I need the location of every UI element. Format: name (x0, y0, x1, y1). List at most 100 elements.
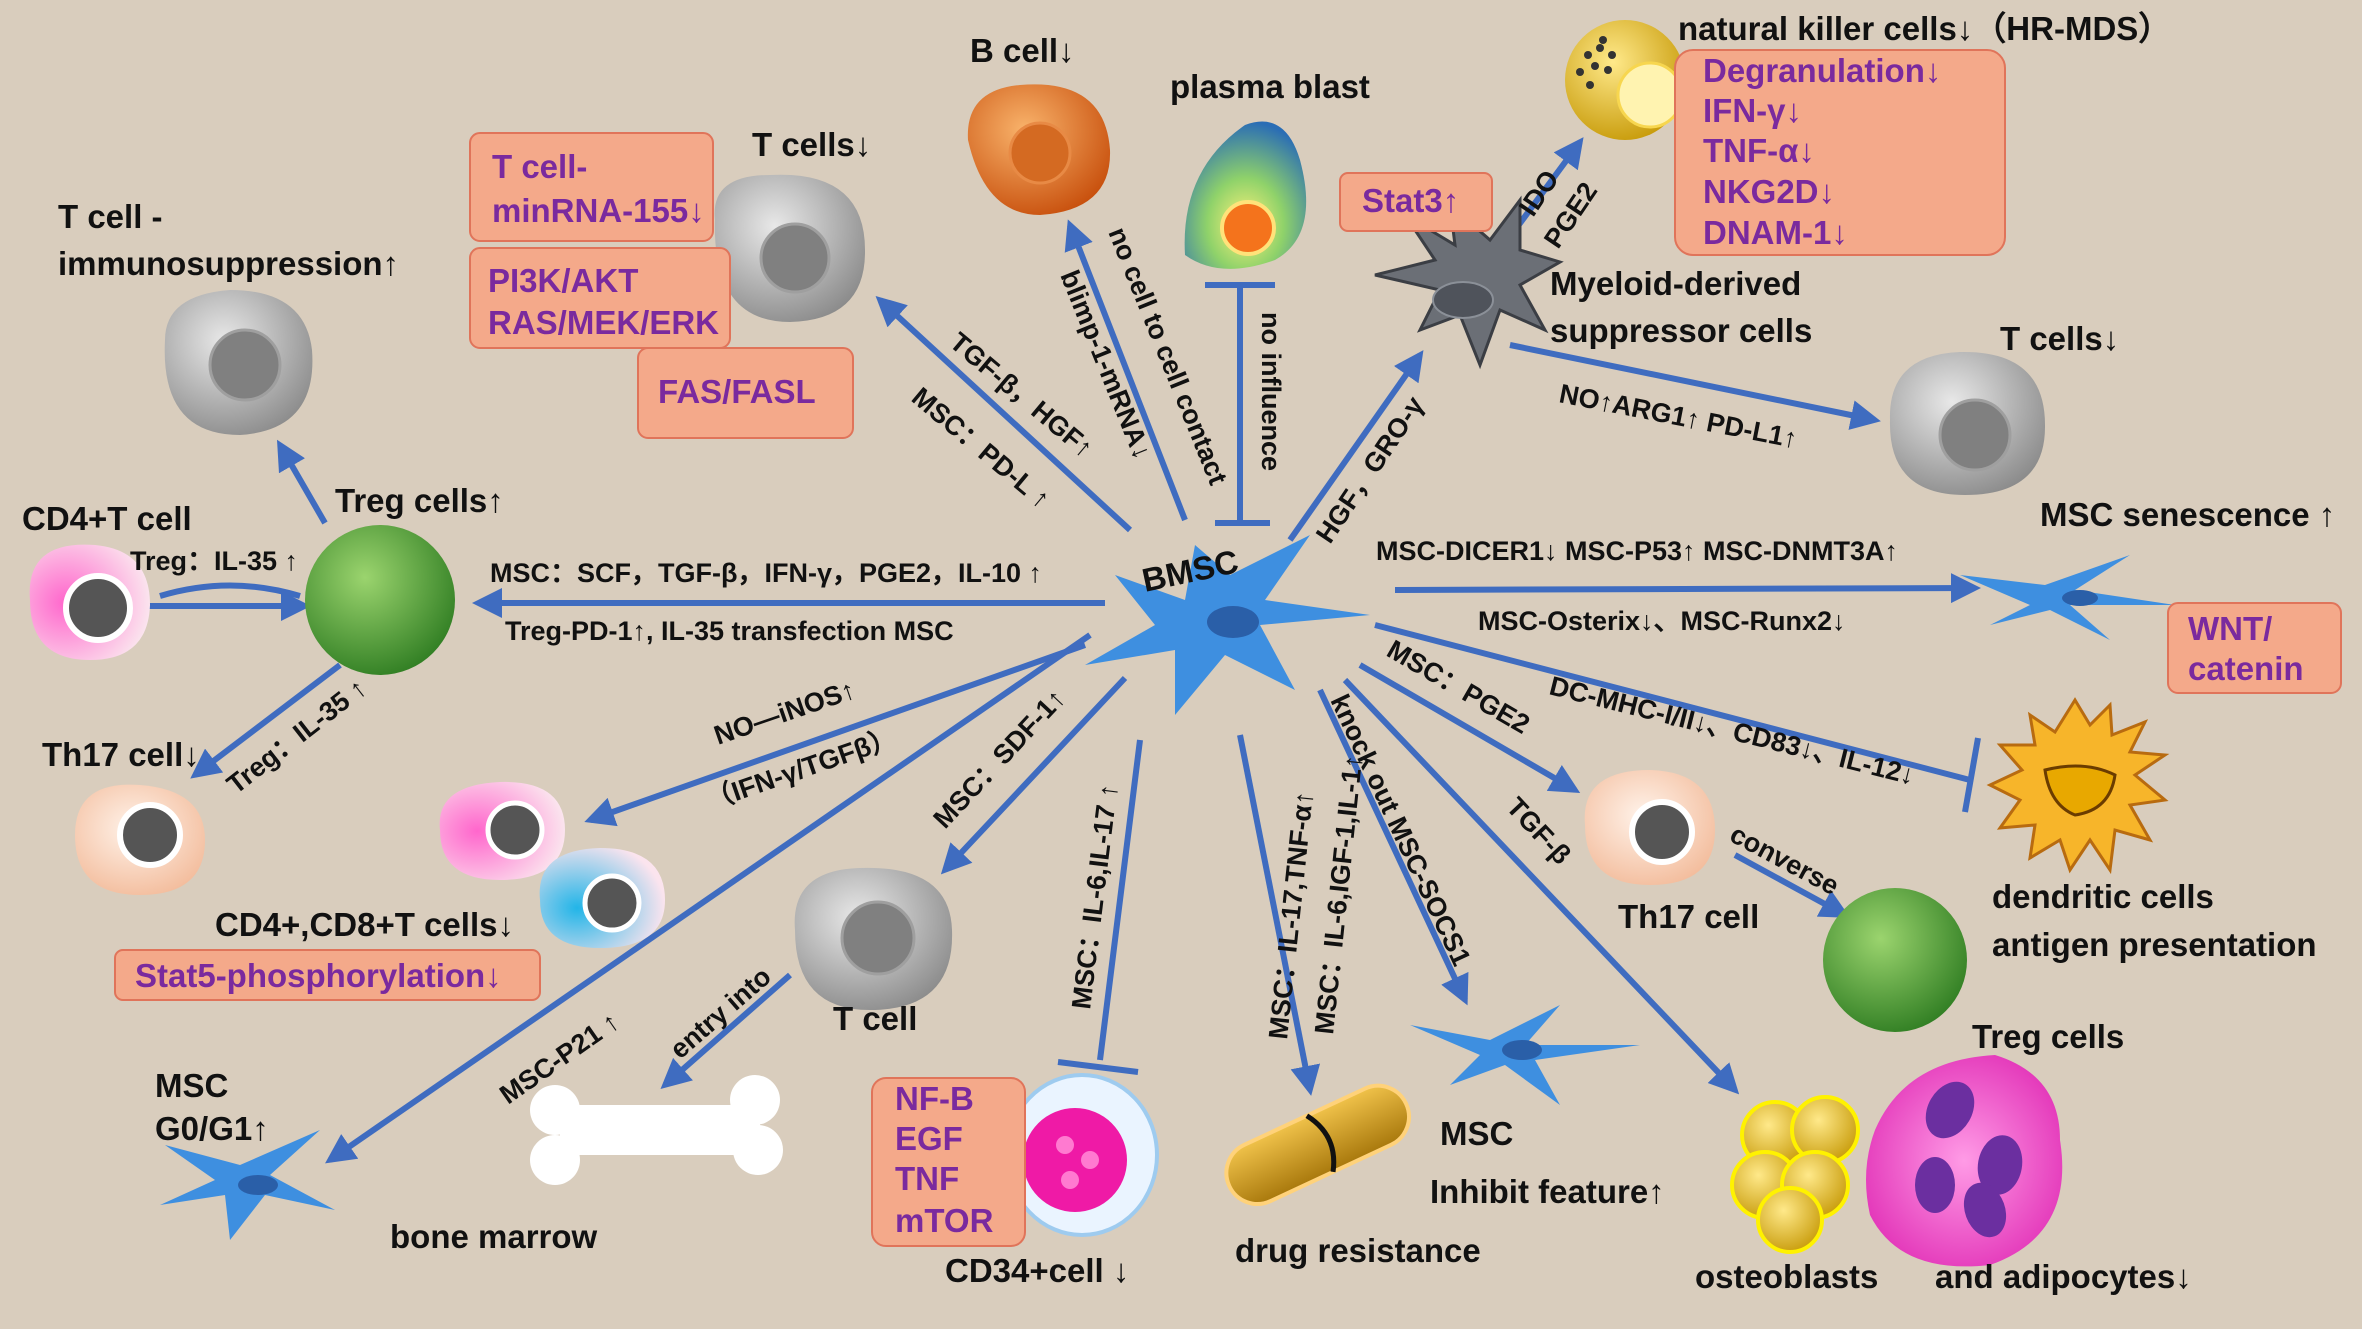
edge-label-entry-into: entry into (664, 961, 777, 1064)
cd4-cd8-label: CD4+,CD8+T cells↓ (215, 906, 514, 943)
cd4-t-cell-label: CD4+T cell (22, 500, 192, 537)
bone-marrow-icon (530, 1075, 783, 1185)
treg-cells-right-icon (1823, 888, 1967, 1032)
th17-cell-right-icon (1584, 770, 1715, 885)
arrow-bmsc-to-tcells-top (875, 295, 1133, 533)
msc-inhibit-label-1: MSC (1440, 1115, 1513, 1152)
arrow-bmsc-to-drug-resistance (1237, 734, 1321, 1096)
arrow-bmsc-to-msc-senescence (1394, 573, 1981, 604)
box-cd34-line1: NF-B (895, 1080, 974, 1117)
edge-label-no-arg: NO↑ARG1↑ PD-L1↑ (1557, 378, 1800, 454)
box-stat3 (1339, 172, 1493, 232)
inhibit-bmsc-dendritic (1374, 622, 1971, 783)
inhibit-bmsc-cd34 (1097, 739, 1143, 1061)
box-cd34-line4: mTOR (895, 1202, 994, 1239)
arrow-bmsc-to-msc-g0 (325, 632, 1092, 1164)
box-cd34-path (871, 1077, 1026, 1247)
box-pi3k-line1: PI3K/AKT (488, 262, 638, 299)
arrow-th17-to-treg (1733, 852, 1851, 918)
arrow-bmsc-to-bcell (1064, 219, 1188, 522)
dendritic-cell-icon (1986, 697, 2170, 875)
t-cells-top-icon (714, 174, 866, 322)
box-fas (637, 347, 854, 439)
t-cells-top-label: T cells↓ (752, 126, 871, 163)
arrow-bmsc-to-msc-inhibit (1317, 688, 1469, 1006)
drug-resistance-icon (1224, 1083, 1411, 1206)
mdsc-label-1: Myeloid-derived (1550, 265, 1801, 302)
adipocytes-label: and adipocytes↓ (1935, 1258, 2192, 1295)
box-wnt-line1: WNT/ (2188, 610, 2272, 647)
treg-cells-left-label: Treg cells↑ (335, 482, 504, 519)
edge-label-treg-pd1: Treg-PD-1↑, IL-35 transfection MSC (505, 616, 954, 646)
cd4-cd8-cells-icon (439, 781, 665, 948)
nk-cells-label: natural killer cells↓（HR-MDS） (1678, 10, 2171, 47)
nk-cell-icon (1565, 20, 1685, 140)
inhibit-bar-dendritic (1962, 737, 1981, 813)
th17-cell-left-icon (75, 784, 205, 895)
msc-senescence-icon (1960, 555, 2175, 640)
arrow-treg-to-tcell-immuno (277, 439, 328, 525)
mdsc-label-2: suppressor cells (1550, 312, 1812, 349)
arrow-bmsc-to-cd4cd8 (584, 642, 1086, 827)
box-nk-line4: NKG2D↓ (1703, 173, 1835, 210)
pathway-arrows (140, 137, 1981, 1164)
b-cell-label: B cell↓ (970, 32, 1075, 69)
bmsc-cell-icon (1085, 535, 1370, 715)
edge-label-no-influence: no influence (1256, 312, 1286, 471)
box-nk-line2: IFN-γ↓ (1703, 92, 1802, 129)
box-pi3k (469, 247, 731, 349)
edge-label-treg-il35-a: Treg：IL-35 ↑ (130, 546, 298, 576)
loop-cd4-treg (159, 582, 301, 599)
t-cells-right-label: T cells↓ (2000, 320, 2119, 357)
box-tcell-mirna (469, 132, 714, 242)
box-nk-line1: Degranulation↓ (1703, 52, 1941, 89)
box-nk-line5: DNAM-1↓ (1703, 214, 1848, 251)
osteoblasts-label: osteoblasts (1695, 1258, 1878, 1295)
treg-cells-right-label: Treg cells (1972, 1018, 2124, 1055)
arrow-mdsc-to-tcells-right (1509, 342, 1881, 430)
mdsc-icon (1374, 195, 1564, 370)
arrow-bmsc-to-th17-right (1358, 662, 1581, 794)
arrow-mdsc-to-nk (1512, 137, 1584, 232)
box-tcell-mirna-line1: T cell- (492, 148, 587, 185)
arrow-bmsc-to-mdsc (1287, 350, 1424, 542)
arrow-bmsc-to-osteoblasts (1342, 677, 1740, 1095)
box-nk-line3: TNF-α↓ (1703, 132, 1815, 169)
edge-label-hgf-gro: HGF，GRO-γ (1310, 391, 1430, 548)
box-tcell-mirna-line2: minRNA-155↓ (492, 192, 705, 229)
node-labels: BMSC B cell↓ plasma blast natural killer… (22, 10, 2335, 1295)
msc-inhibit-icon (1410, 1005, 1640, 1105)
bone-marrow-label: bone marrow (390, 1218, 598, 1255)
edge-label-msc-scf: MSC：SCF，TGF-β，IFN-γ，PGE2，IL-10 ↑ (490, 558, 1042, 588)
edge-label-msc-il17: MSC：IL-17,TNF-α↑ (1263, 790, 1319, 1041)
t-cell-immuno-label-1: T cell - (58, 198, 163, 235)
box-texts: T cell- minRNA-155↓ PI3K/AKT RAS/MEK/ERK… (135, 52, 2304, 1239)
cd4-t-cell-icon (29, 544, 151, 660)
dendritic-label-2: antigen presentation (1992, 926, 2317, 963)
box-cd34-line2: EGF (895, 1120, 963, 1157)
boxes (114, 49, 2342, 1247)
edge-label-msc-il6: MSC：IL-6,IL-17 ↑ (1066, 782, 1123, 1010)
inhibit-bar-cd34 (1057, 1059, 1139, 1075)
t-cell-immunosuppression-icon (164, 290, 313, 435)
msc-g0-label-2: G0/G1↑ (155, 1110, 269, 1147)
edge-label-msc-dicer: MSC-DICER1↓ MSC-P53↑ MSC-DNMT3A↑ (1376, 536, 1898, 566)
msc-inhibit-label-2: Inhibit feature↑ (1430, 1173, 1665, 1210)
box-fas-line1: FAS/FASL (658, 373, 816, 410)
box-nk-effects (1674, 49, 2006, 256)
cd34-cell-icon (1005, 1073, 1159, 1237)
box-stat3-line1: Stat3↑ (1362, 182, 1459, 219)
th17-cell-left-label: Th17 cell↓ (42, 736, 200, 773)
box-wnt (2167, 602, 2342, 694)
t-cell-bottom-label: T cell (833, 1000, 917, 1037)
msc-senescence-label: MSC senescence ↑ (2040, 496, 2335, 533)
plasma-blast-label: plasma blast (1170, 68, 1370, 105)
adipocytes-icon (1866, 1055, 2063, 1267)
box-wnt-line2: catenin (2188, 650, 2304, 687)
arrow-tcell-to-bone-marrow (660, 972, 792, 1089)
plasma-blast-icon (1184, 121, 1307, 269)
cd34-cell-label: CD34+cell ↓ (945, 1252, 1129, 1289)
edge-label-msc-osterix: MSC-Osterix↓、MSC-Runx2↓ (1478, 606, 1846, 636)
box-pi3k-line2: RAS/MEK/ERK (488, 304, 719, 341)
